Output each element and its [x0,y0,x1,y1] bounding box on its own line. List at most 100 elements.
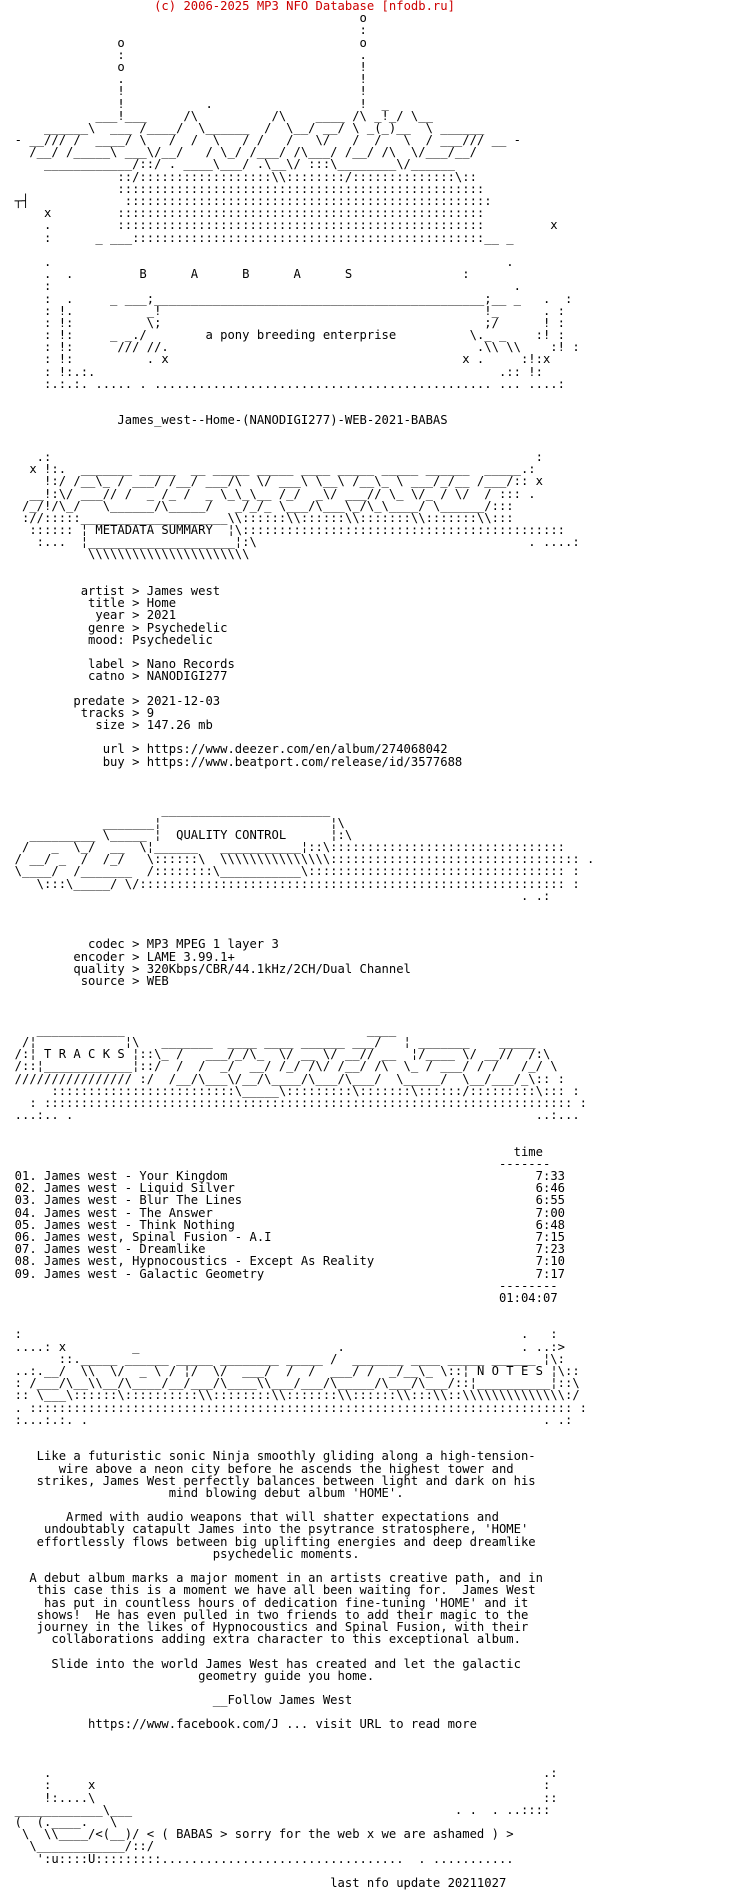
meta-size-label: size > [0,718,147,733]
notes-line: shows! He has even pulled in two friends… [0,1607,529,1622]
meta-buy-label: buy > [0,754,147,769]
art-line: . ::::::::::::::::::::::::::::::::::::::… [0,1400,587,1415]
art-line: : !:.:. .:: !: [0,364,543,379]
quality-source-label: source > [0,974,147,988]
art-line [0,768,736,780]
section-notes-suffix: ¦\:: [542,1364,580,1378]
art-line [0,1743,736,1755]
art-line: : . [0,47,367,62]
art-line: !:/ /__\_ / ___/ /__/ ___/\ \/ ___\ \__\… [0,474,543,489]
track-time: 7:10 [506,1254,565,1269]
art-line: : ::::::::::::::::::::::::::::::::::::::… [0,1095,587,1110]
track-name: James west - Galactic Geometry [44,1266,507,1281]
quality-quality-label: quality > [0,961,147,976]
art-line: /¦ ¦\ _______ ____ ____ ______ ___/ ¦ __… [0,1034,536,1049]
track-row: 02. James west - Liquid Silver 6:46 [0,1182,736,1194]
art-line: : !: /// //. .\\ \\ :! : [0,340,580,355]
art-line [0,1426,736,1438]
art-line: \:::\_____/ \/::::::::::::::::::::::::::… [0,876,580,891]
art-line: : . [0,279,521,294]
track-row: 07. James west - Dreamlike 7:23 [0,1243,736,1255]
art-line: \____/ /_______ /::::::::\___________\::… [0,864,580,879]
meta-catno-value: NANODIGI277 [146,669,228,684]
notes-line: geometry guide you home. [0,1668,375,1683]
art-line: ::::::::::::::::::::::::::::::::::::::::… [0,181,485,196]
notes-line: Slide into the world James West has crea… [0,1656,521,1671]
quality-quality-row: quality > 320Kbps/CBR/44.1kHz/2CH/Dual C… [0,963,736,975]
art-line: _______¦ ¦\ [0,815,345,830]
art-line: : !: . x x . :!:x [0,352,551,367]
art-line: !:....\ :: [0,1790,558,1805]
art-line [0,902,736,914]
art-line: :... ¦____________________¦:\ . ....: [0,535,580,550]
art-line: ____________/::/ . ____\___/ .\__\/ :::\… [0,157,455,172]
art-line [0,999,736,1011]
art-line: ::/::::::::::::::::::\\::::::::/::::::::… [0,169,477,184]
track-time: 7:15 [506,1229,565,1244]
tagline-line: : !: _ _./ a pony breeding enterprise \.… [0,329,736,341]
group-letters-line: . . B A B A S : [0,268,736,280]
art-line: o [0,11,367,26]
meta-buy-value: https://www.beatport.com/release/id/3577… [146,754,463,769]
art-line: .: : [0,449,543,464]
section-tracks-line: /:¦ T R A C K S ¦::\_ / ___/_/\_ \/ __ \… [0,1048,736,1060]
section-quality-line: _________ \_____ ¦ QUALITY CONTROL ¦:\ [0,829,736,841]
footer-sorry-prefix: \ \\____/<(__)/ [0,1827,147,1842]
art-line: /::¦____________¦::/ / / _/ __/ /_/ /\/ … [0,1059,558,1074]
art-line: . ::::::::::::::::::::::::::::::::::::::… [0,218,558,233]
group-tagline: a pony breeding enterprise [205,328,397,343]
meta-artist-value: James west [146,584,221,598]
art-line [0,561,736,573]
track-name: James west, Spinal Fusion - A.I [44,1229,507,1244]
footer-update-line: last nfo update 20211027 [0,1877,736,1889]
notes-line: strikes, James West perfectly balances b… [0,1473,536,1488]
track-name: James west - The Answer [44,1205,507,1220]
notes-line: psychedelic moments. [0,1546,360,1561]
art-line: x !:. _______ _____ __ _____ _____ ____ … [0,462,536,477]
art-line: ....: x _ . . ..:> [0,1339,565,1354]
section-tracks-title: T R A C K S [44,1047,125,1062]
meta-genre-value: Psychedelic [146,620,228,635]
art-line: : !. _! !_ . : [0,303,565,318]
art-line: o ! [0,59,367,74]
meta-title-row: title > Home [0,597,736,609]
release-name-line: James_west--Home-(NANODIGI277)-WEB-2021-… [0,414,736,426]
art-line: ...:.. . ..:... [0,1108,580,1123]
meta-label-label: label > [0,657,147,672]
section-tracks-prefix: /:¦ [0,1047,45,1062]
art-line: :...:.:. . . .: [0,1412,573,1427]
notes-link[interactable]: https://www.facebook.com/J ... visit URL… [0,1717,477,1732]
art-line: : [0,23,367,38]
section-metadata-prefix: :::::: ¦ [0,523,96,538]
notes-line: A debut album marks a major moment in an… [0,1571,543,1586]
section-tracks-suffix: ¦::\_ / ___/_/\_ \/ __ \/ __// __ ¦/____… [124,1047,551,1062]
meta-tracks-row: tracks > 9 [0,707,736,719]
section-metadata-title: METADATA SUMMARY [95,523,213,538]
art-line [0,390,736,402]
track-number: 01. [0,1169,45,1183]
art-line: : x : [0,1778,551,1793]
track-row: 03. James west - Blur The Lines 6:55 [0,1194,736,1206]
section-notes-title: N O T E S [476,1364,543,1378]
art-line: ! ! [0,84,367,99]
quality-encoder-label: encoder > [0,949,147,964]
meta-url-value: https://www.deezer.com/en/album/27406804… [146,742,448,757]
art-line: : . : [0,1327,558,1342]
tracklist-total: 01:04:07 [498,1290,558,1305]
art-line: : !: \; ;/ ! : [0,315,565,330]
credit-line: (c) 2006-2025 MP3 NFO Database [nfodb.ru… [0,0,736,12]
art-line: : . _ ___;______________________________… [0,291,573,306]
meta-mood-value: Psychedelic [132,632,213,647]
group-letters: B A B A S [139,267,353,282]
quality-quality-value: 320Kbps/CBR/44.1kHz/2CH/Dual Channel [146,961,411,976]
quality-encoder-value: LAME 3.99.1+ [146,949,235,964]
meta-catno-row: catno > NANODIGI277 [0,670,736,682]
track-number: 04. [0,1205,45,1220]
meta-size-value: 147.26 mb [146,718,213,733]
art-line: ____________ ____ [0,1022,397,1037]
art-line: _______________________ [0,803,331,818]
art-line: //////////////// :/ /__/\___\/__/\____/\… [0,1071,565,1086]
art-line: ! . ! _ [0,96,389,111]
footer-sorry-line: \ \\____/<(__)/ < ( BABAS > sorry for th… [0,1828,736,1840]
